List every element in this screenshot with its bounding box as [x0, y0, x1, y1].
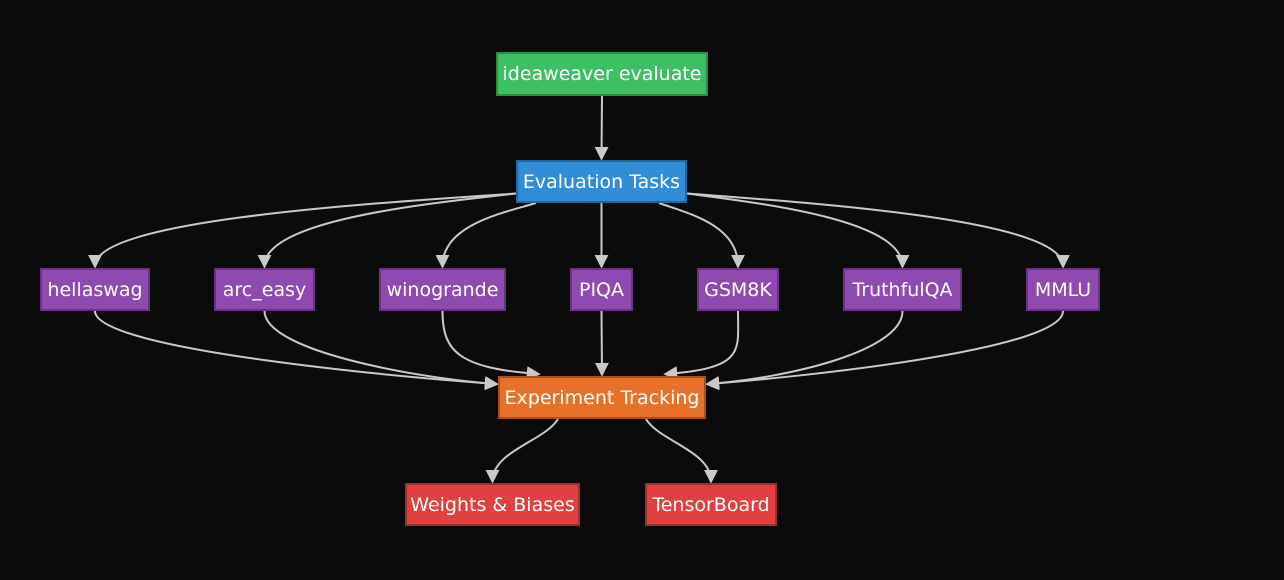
- node-hellaswag: hellaswag: [40, 268, 150, 311]
- node-label: Evaluation Tasks: [522, 170, 681, 193]
- edge-tasks-to-winogrande: [435, 202, 537, 269]
- edge-tasks-to-hellaswag: [88, 192, 517, 269]
- edge-tasks-to-gsm8k: [658, 202, 745, 269]
- node-label: GSM8K: [704, 278, 772, 301]
- edge-tasks-to-mmlu: [686, 192, 1070, 269]
- edge-tasks-to-arc_easy: [257, 192, 517, 269]
- edge-piqa-to-tracking: [594, 310, 609, 377]
- edge-tasks-to-truthfulqa: [686, 192, 910, 269]
- node-label: arc_easy: [222, 278, 307, 301]
- node-label: ideaweaver evaluate: [502, 63, 702, 85]
- node-arc-easy: arc_easy: [214, 268, 315, 311]
- node-evaluation-tasks: Evaluation Tasks: [516, 160, 687, 203]
- node-label: Experiment Tracking: [504, 386, 700, 409]
- node-gsm8k: GSM8K: [697, 268, 779, 311]
- node-label: Weights & Biases: [410, 493, 575, 516]
- edge-winogrande-to-tracking: [441, 310, 541, 381]
- edge-hellaswag-to-tracking: [94, 310, 499, 391]
- node-weights-and-biases: Weights & Biases: [405, 483, 580, 526]
- node-mmlu: MMLU: [1026, 268, 1100, 311]
- node-ideaweaver-evaluate: ideaweaver evaluate: [496, 52, 708, 96]
- node-label: TruthfulQA: [852, 278, 953, 301]
- edge-command-to-tasks: [594, 95, 609, 161]
- edge-mmlu-to-tracking: [705, 310, 1064, 391]
- node-truthfulqa: TruthfulQA: [843, 268, 962, 311]
- edge-tracking-to-wandb: [485, 418, 559, 484]
- node-label: hellaswag: [47, 278, 143, 301]
- node-winogrande: winogrande: [379, 268, 506, 311]
- edge-gsm8k-to-tracking: [663, 310, 740, 381]
- node-piqa: PIQA: [570, 268, 633, 311]
- node-label: PIQA: [578, 278, 624, 301]
- node-experiment-tracking: Experiment Tracking: [498, 376, 706, 419]
- edge-arc_easy-to-tracking: [263, 310, 499, 391]
- node-label: MMLU: [1034, 278, 1092, 301]
- node-label: TensorBoard: [652, 493, 770, 516]
- edge-tracking-to-tensorboard: [645, 418, 718, 484]
- node-tensorboard: TensorBoard: [645, 483, 777, 526]
- node-label: winogrande: [386, 278, 499, 301]
